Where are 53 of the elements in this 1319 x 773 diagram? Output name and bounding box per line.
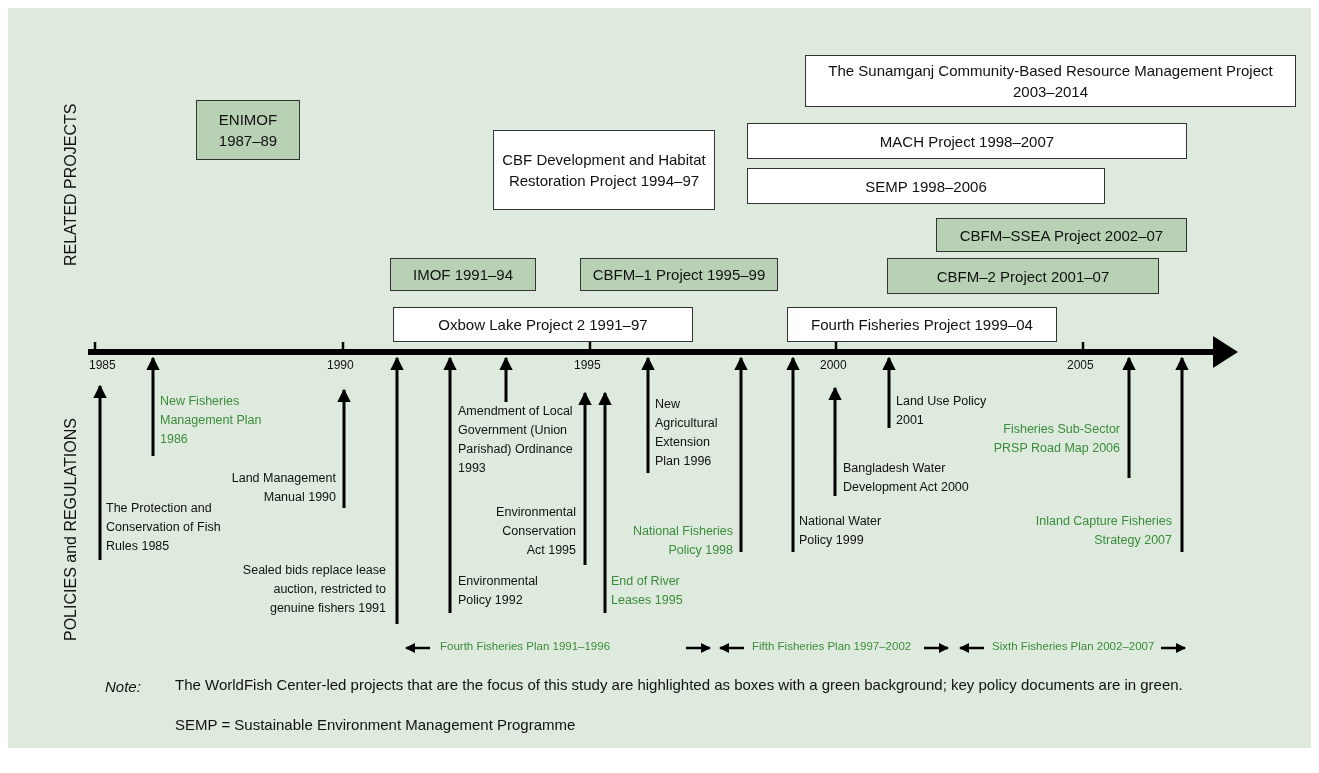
section-heading: RELATED PROJECTS [62,102,80,269]
project-box: IMOF 1991–94 [390,258,536,291]
arrow [146,356,160,456]
policy-label: Environmental Conservation Act 1995 [488,503,576,560]
arrow [786,356,800,552]
project-box: CBFM–2 Project 2001–07 [887,258,1159,294]
arrow [578,391,592,565]
note-text: SEMP = Sustainable Environment Management Programme [175,715,576,735]
policy-label: Sealed bids replace lease auction, restricted to genuine fishers 1991 [232,561,386,618]
plan-label: Fourth Fisheries Plan 1991–1996 [440,640,611,652]
project-box: MACH Project 1998–2007 [747,123,1187,159]
arrow [390,356,404,624]
year-label: 1985 [89,358,116,372]
arrow [598,391,612,613]
note-label: Note: [105,678,141,695]
arrow [499,356,513,402]
project-box: Oxbow Lake Project 2 1991–97 [393,307,693,342]
project-box: CBFM–1 Project 1995–99 [580,258,778,291]
policy-label: Fisheries Sub-Sector PRSP Road Map 2006 [990,420,1120,458]
plan-label: Sixth Fisheries Plan 2002–2007 [992,640,1155,652]
arrow [1122,356,1136,478]
arrow [443,356,457,613]
policy-label: National Fisheries Policy 1998 [618,522,733,560]
arrow [734,356,748,552]
project-box: SEMP 1998–2006 [747,168,1105,204]
policy-label: Inland Capture Fisheries Strategy 2007 [1012,512,1172,550]
policy-label: National Water Policy 1999 [799,512,909,550]
project-box: CBFM–SSEA Project 2002–07 [936,218,1187,252]
year-label: 1995 [574,358,601,372]
note-text: The WorldFish Center-led projects that are the focus of this study are highlighted as boxes with a green background; key policy documents are in green. [175,675,1184,695]
policy-label: End of River Leases 1995 [611,572,711,610]
policy-label: New Fisheries Management Plan 1986 [160,392,270,449]
policy-label: Bangladesh Water Development Act 2000 [843,459,1003,497]
arrow [882,356,896,428]
policy-label: Amendment of Local Government (Union Parishad) Ordinance 1993 [458,402,598,478]
project-box: The Sunamganj Community-Based Resource Management Project 2003–2014 [805,55,1296,107]
section-heading: POLICIES and REGULATIONS [62,417,80,644]
year-label: 2000 [820,358,847,372]
plan-label: Fifth Fisheries Plan 1997–2002 [752,640,912,652]
arrow [337,388,351,508]
project-box: CBF Development and Habitat Restoration Project 1994–97 [493,130,715,210]
arrow [1175,356,1189,552]
arrow [828,386,842,496]
year-label: 2005 [1067,358,1094,372]
year-label: 1990 [327,358,354,372]
policy-label: Environmental Policy 1992 [458,572,568,610]
project-box: Fourth Fisheries Project 1999–04 [787,307,1057,342]
arrow [641,356,655,473]
arrow [93,384,107,560]
policy-label: Land Use Policy 2001 [896,392,991,430]
timeline-axis [88,336,1238,368]
project-box: ENIMOF 1987–89 [196,100,300,160]
policy-label: New Agricultural Extension Plan 1996 [655,395,737,471]
